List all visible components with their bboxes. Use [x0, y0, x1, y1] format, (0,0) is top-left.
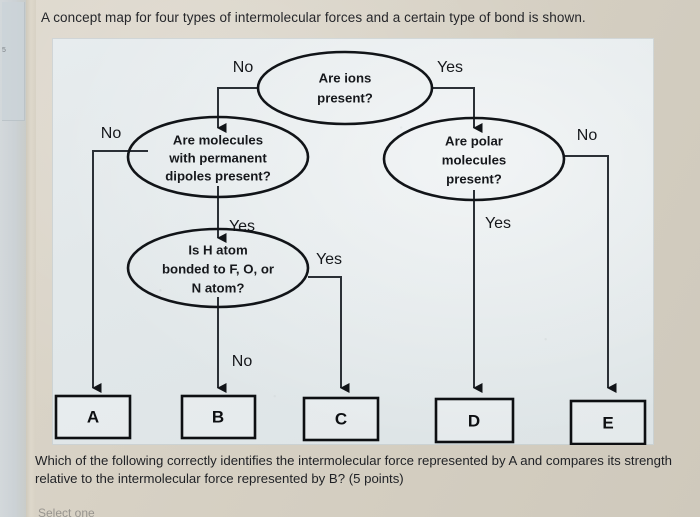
edge-polar-no-to-e: No: [564, 127, 617, 393]
edge-polar-yes-to-d: Yes: [473, 190, 511, 393]
box-e-label: E: [602, 413, 613, 432]
concept-map-panel: No Yes No Yes No Yes Yes: [52, 38, 654, 445]
left-gutter-strip: 5: [0, 0, 26, 517]
edge-label-dipoles-no: No: [101, 125, 122, 142]
node-permanent-dipoles-line3: dipoles present?: [165, 168, 271, 183]
node-permanent-dipoles-line2: with permanent: [168, 150, 267, 165]
box-a-label: A: [87, 407, 99, 426]
cut-off-bottom-text: Select one: [38, 506, 95, 517]
edge-label-polar-yes: Yes: [485, 215, 511, 232]
edge-label-hbond-yes: Yes: [316, 251, 342, 268]
edge-label-polar-no: No: [577, 127, 598, 144]
node-h-bonded-fon-line3: N atom?: [192, 280, 245, 295]
node-h-bonded-fon[interactable]: Is H atom bonded to F, O, or N atom?: [126, 227, 310, 309]
cropped-sidebar-card: [2, 2, 25, 121]
edge-hbond-no-to-b: No: [217, 297, 253, 393]
edge-label-ions-no: No: [233, 59, 254, 76]
node-h-bonded-fon-line1: Is H atom: [188, 242, 247, 257]
box-c-label: C: [335, 409, 347, 428]
edge-ions-no-to-dipoles: No: [217, 59, 258, 133]
edge-hbond-yes-to-c: Yes: [308, 251, 350, 393]
page-mark: 5: [2, 47, 6, 54]
question-text: Which of the following correctly identif…: [35, 453, 672, 487]
box-b-label: B: [212, 407, 224, 426]
box-d[interactable]: D: [434, 397, 515, 444]
box-c[interactable]: C: [302, 396, 380, 442]
page-edge-shadow: [26, 0, 36, 517]
edge-label-ions-yes: Yes: [437, 59, 463, 76]
node-polar-molecules-line1: Are polar: [445, 133, 503, 148]
edge-ions-yes-to-polar: Yes: [432, 59, 483, 133]
edge-dipoles-no-to-a: No: [92, 125, 148, 393]
node-are-ions-present-line1: Are ions: [319, 70, 372, 85]
node-polar-molecules[interactable]: Are polar molecules present?: [382, 116, 566, 202]
node-h-bonded-fon-line2: bonded to F, O, or: [162, 261, 274, 276]
node-are-ions-present-line2: present?: [317, 90, 373, 105]
node-are-ions-present[interactable]: Are ions present?: [256, 50, 434, 126]
node-polar-molecules-line2: molecules: [442, 152, 507, 167]
concept-map-svg: No Yes No Yes No Yes Yes: [54, 50, 647, 445]
box-a[interactable]: A: [54, 394, 132, 440]
node-polar-molecules-line3: present?: [446, 171, 502, 186]
box-d-label: D: [468, 411, 480, 430]
box-b[interactable]: B: [180, 394, 257, 440]
node-permanent-dipoles-line1: Are molecules: [173, 132, 263, 147]
node-permanent-dipoles[interactable]: Are molecules with permanent dipoles pre…: [126, 115, 310, 199]
prompt-text: A concept map for four types of intermol…: [41, 10, 586, 25]
box-e[interactable]: E: [569, 399, 647, 445]
edge-label-hbond-no: No: [232, 353, 253, 370]
